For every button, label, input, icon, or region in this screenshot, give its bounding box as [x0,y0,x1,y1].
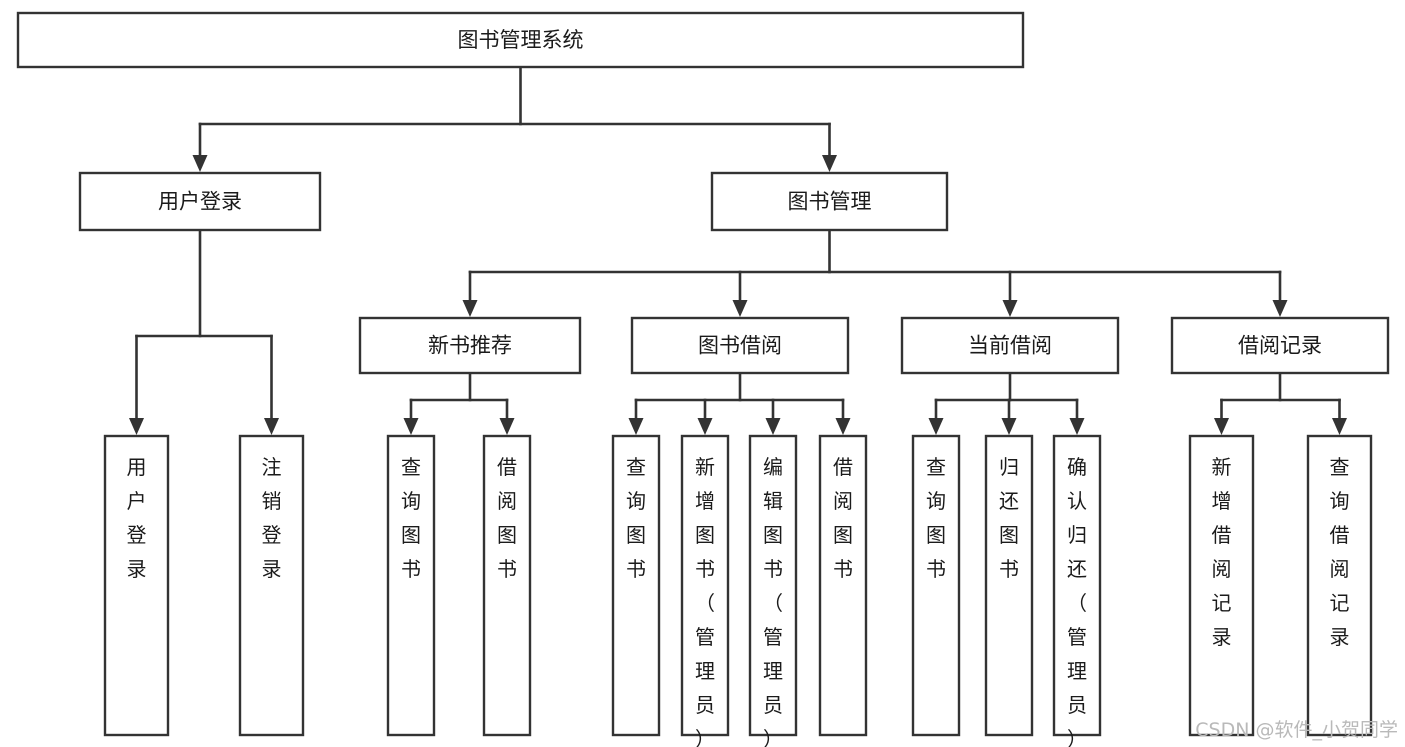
connectors-layer [129,65,1347,435]
node-leaf-confirm-return-admin-label: 确认归还（管理员） [1067,455,1087,747]
node-leaf-edit-book-admin[interactable] [748,434,798,737]
arrow-head-icon [1002,300,1018,317]
node-leaf-edit-book-admin-label: 编辑图书（管理员） [763,455,783,747]
node-leaf-query-book-1-label: 查询图书 [401,455,421,581]
arrow-head-icon [822,155,837,172]
arrow-head-icon [1001,418,1017,435]
node-book-management[interactable] [710,171,949,232]
csdn-watermark: CSDN @软件_小贺同学 [1195,719,1398,741]
node-leaf-user-login-label: 用户登录 [127,455,147,581]
arrow-head-icon [462,300,478,317]
boxes-layer [16,11,1390,737]
arrow-head-icon [732,300,748,317]
node-leaf-borrow-book-1[interactable] [482,434,532,737]
arrow-head-icon [628,418,644,435]
node-leaf-query-book-1[interactable] [386,434,436,737]
arrow-head-icon [1069,418,1085,435]
node-current-borrow[interactable] [900,316,1120,375]
node-leaf-return-book[interactable] [984,434,1034,737]
node-leaf-add-book-admin[interactable] [680,434,730,737]
arrow-head-icon [835,418,851,435]
node-leaf-borrow-book-1-label: 借阅图书 [497,455,517,581]
root-node-book-management-system-label: 图书管理系统 [458,28,584,52]
node-new-book-recommend-label: 新书推荐 [428,334,512,358]
node-leaf-query-book-2-label: 查询图书 [626,455,646,581]
arrow-head-icon [499,418,515,435]
node-leaf-add-borrow-record[interactable] [1188,434,1255,737]
root-node-book-management-system[interactable] [16,11,1025,69]
arrow-head-icon [1214,418,1229,435]
arrow-head-icon [1332,418,1347,435]
node-borrow-record-label: 借阅记录 [1238,334,1322,358]
node-user-login-label: 用户登录 [158,190,242,214]
node-current-borrow-label: 当前借阅 [968,334,1052,358]
node-leaf-logout[interactable] [238,434,305,737]
labels-layer: 图书管理系统用户登录图书管理新书推荐图书借阅当前借阅借阅记录用户登录注销登录查询… [127,28,1350,747]
node-leaf-query-borrow-record[interactable] [1306,434,1373,737]
arrow-head-icon [129,418,144,435]
arrow-head-icon [765,418,781,435]
node-borrow-record[interactable] [1170,316,1390,375]
arrow-head-icon [403,418,419,435]
node-leaf-logout-label: 注销登录 [262,455,282,581]
arrow-head-icon [192,155,208,172]
node-leaf-query-book-3[interactable] [911,434,961,737]
node-leaf-borrow-book-2-label: 借阅图书 [833,455,853,581]
node-leaf-query-book-2[interactable] [611,434,661,737]
node-leaf-add-book-admin-label: 新增图书（管理员） [695,455,715,747]
node-user-login[interactable] [78,171,322,232]
arrow-head-icon [697,418,713,435]
node-leaf-return-book-label: 归还图书 [999,455,1019,581]
node-new-book-recommend[interactable] [358,316,582,375]
arrow-head-icon [928,418,944,435]
node-book-borrow[interactable] [630,316,850,375]
node-leaf-user-login[interactable] [103,434,170,737]
arrow-head-icon [264,418,279,435]
node-leaf-borrow-book-2[interactable] [818,434,868,737]
node-book-management-label: 图书管理 [788,190,872,214]
node-book-borrow-label: 图书借阅 [698,334,782,358]
node-leaf-confirm-return-admin[interactable] [1052,434,1102,737]
node-leaf-query-borrow-record-label: 查询借阅记录 [1330,455,1350,649]
node-leaf-add-borrow-record-label: 新增借阅记录 [1212,455,1232,649]
arrow-head-icon [1272,300,1288,317]
node-leaf-query-book-3-label: 查询图书 [926,455,946,581]
